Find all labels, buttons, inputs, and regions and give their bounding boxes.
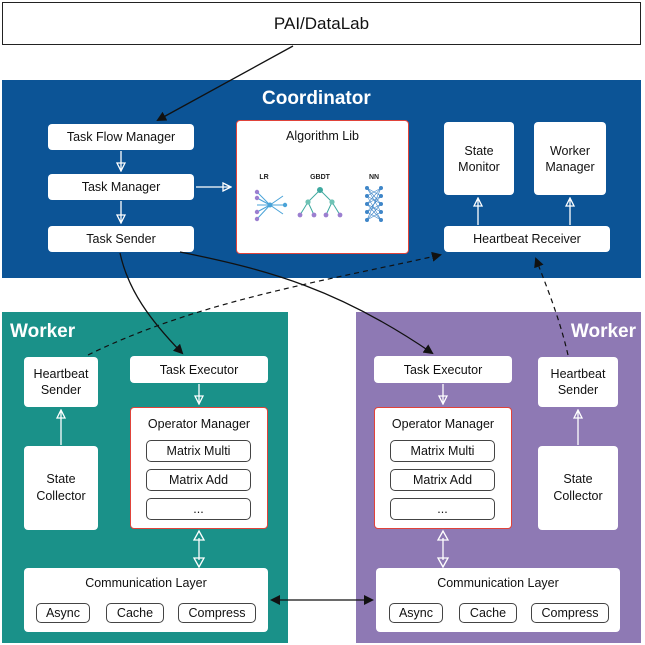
gbdt-icon-label: GBDT bbox=[310, 174, 330, 181]
comm-compress-left-label: Compress bbox=[188, 606, 246, 620]
arrow-tasksender-to-executor-left bbox=[119, 252, 184, 355]
comm-layer-right-title: Communication Layer bbox=[437, 576, 559, 590]
op-matrix-multi-right-label: Matrix Multi bbox=[410, 444, 475, 458]
comm-async-left-label: Async bbox=[45, 606, 81, 620]
task-executor-right: Task Executor bbox=[374, 356, 512, 383]
op-matrix-add-left: Matrix Add bbox=[146, 469, 251, 491]
lr-icon-label: LR bbox=[259, 174, 269, 181]
task-executor-left-label: Task Executor bbox=[159, 362, 239, 377]
state-collector-right: State Collector bbox=[538, 446, 618, 530]
task-executor-left: Task Executor bbox=[130, 356, 268, 383]
state-monitor-label: State Monitor bbox=[458, 143, 500, 174]
lr-icon bbox=[254, 189, 288, 222]
worker-right-title: Worker bbox=[570, 321, 636, 342]
arrow-opmanager-comm-left bbox=[192, 529, 206, 569]
comm-cache-right-label: Cache bbox=[469, 606, 507, 620]
operator-manager-left-title: Operator Manager bbox=[147, 417, 251, 431]
op-matrix-add-left-label: Matrix Add bbox=[168, 473, 229, 487]
heartbeat-sender-right-label: Heartbeat Sender bbox=[550, 367, 606, 397]
op-more-right: ... bbox=[390, 498, 495, 520]
op-more-left: ... bbox=[146, 498, 251, 520]
op-more-right-label: ... bbox=[437, 502, 448, 516]
arrow-hbsender-right-to-receiver bbox=[534, 257, 569, 356]
comm-compress-left: Compress bbox=[178, 603, 256, 623]
worker-manager-box: Worker Manager bbox=[534, 122, 606, 195]
op-matrix-add-right: Matrix Add bbox=[390, 469, 495, 491]
task-flow-manager-label: Task Flow Manager bbox=[66, 130, 176, 144]
arrow-pai-to-taskflow bbox=[156, 45, 294, 121]
heartbeat-sender-left: Heartbeat Sender bbox=[24, 357, 98, 407]
gbdt-tree-icon bbox=[297, 187, 343, 218]
comm-async-left: Async bbox=[36, 603, 90, 623]
comm-cache-left-label: Cache bbox=[116, 606, 154, 620]
nn-icon-label: NN bbox=[368, 174, 380, 181]
heartbeat-receiver-box: Heartbeat Receiver bbox=[444, 226, 610, 252]
op-matrix-multi-right: Matrix Multi bbox=[390, 440, 495, 462]
arrow-hbsender-left-to-receiver bbox=[87, 251, 442, 356]
heartbeat-sender-right: Heartbeat Sender bbox=[538, 357, 618, 407]
state-collector-left: State Collector bbox=[24, 446, 98, 530]
worker-manager-label: Worker Manager bbox=[545, 143, 595, 174]
task-manager-label: Task Manager bbox=[81, 180, 161, 194]
task-sender-label: Task Sender bbox=[86, 232, 156, 246]
comm-async-right-label: Async bbox=[398, 606, 434, 620]
heartbeat-receiver-label: Heartbeat Receiver bbox=[473, 232, 581, 246]
state-collector-right-label: State Collector bbox=[553, 472, 603, 503]
op-matrix-multi-left: Matrix Multi bbox=[146, 440, 251, 462]
op-matrix-add-right-label: Matrix Add bbox=[412, 473, 473, 487]
heartbeat-sender-left-label: Heartbeat Sender bbox=[33, 367, 89, 397]
task-sender-box: Task Sender bbox=[48, 226, 194, 252]
comm-async-right: Async bbox=[389, 603, 443, 623]
task-flow-manager-box: Task Flow Manager bbox=[48, 124, 194, 150]
arrow-tasksender-to-executor-right bbox=[179, 251, 434, 355]
nn-icon bbox=[365, 186, 383, 222]
comm-compress-right-label: Compress bbox=[541, 606, 599, 620]
task-manager-box: Task Manager bbox=[48, 174, 194, 200]
operator-manager-right-title: Operator Manager bbox=[391, 417, 495, 431]
state-collector-left-label: State Collector bbox=[36, 472, 86, 503]
state-monitor-box: State Monitor bbox=[444, 122, 514, 195]
op-matrix-multi-left-label: Matrix Multi bbox=[166, 444, 231, 458]
coordinator-title: Coordinator bbox=[262, 88, 371, 109]
pai-datalab-box: PAI/DataLab bbox=[2, 2, 641, 45]
task-executor-right-label: Task Executor bbox=[403, 362, 483, 377]
comm-cache-right: Cache bbox=[459, 603, 517, 623]
pai-datalab-label: PAI/DataLab bbox=[273, 13, 370, 33]
algorithm-lib-title: Algorithm Lib bbox=[286, 129, 359, 143]
comm-layer-left-title: Communication Layer bbox=[85, 576, 207, 590]
op-more-left-label: ... bbox=[193, 502, 204, 516]
worker-left-title: Worker bbox=[10, 321, 76, 342]
comm-compress-right: Compress bbox=[531, 603, 609, 623]
arrow-opmanager-comm-right bbox=[436, 529, 450, 569]
comm-cache-left: Cache bbox=[106, 603, 164, 623]
